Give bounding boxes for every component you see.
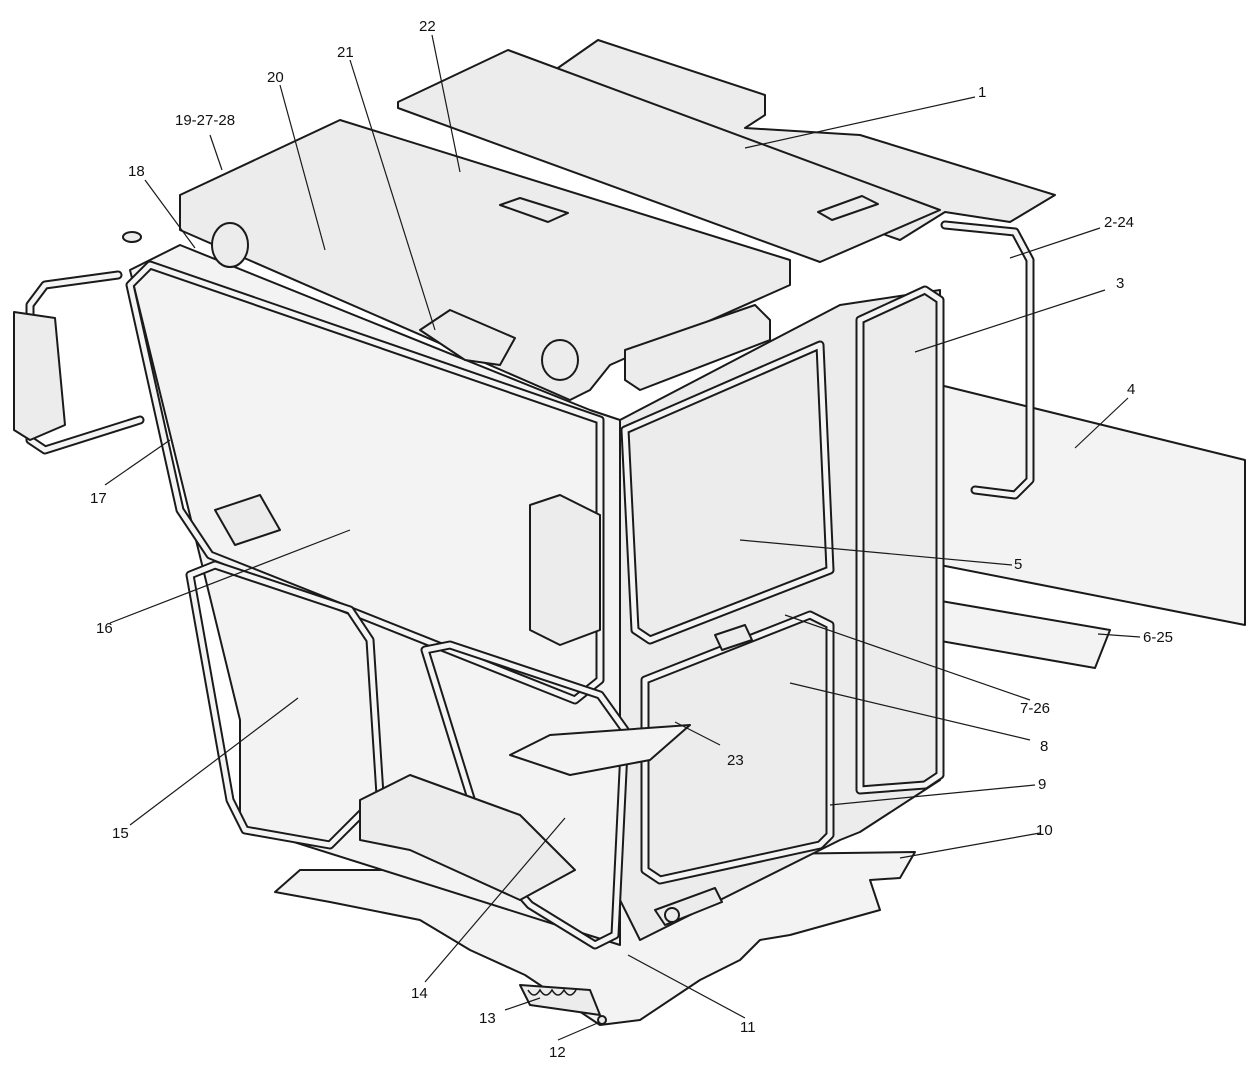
callout-1: 1 [978, 84, 986, 101]
callout-8: 8 [1040, 738, 1048, 755]
seat-back [529, 494, 601, 646]
callout-23: 23 [727, 752, 744, 769]
callout-22: 22 [419, 18, 436, 35]
right-door-frame [640, 610, 835, 885]
callout-13: 13 [479, 1010, 496, 1027]
callout-14: 14 [411, 985, 428, 1002]
callout-19-27-28: 19-27-28 [175, 112, 235, 129]
callout-20: 20 [267, 69, 284, 86]
wiring-harness [519, 984, 601, 1016]
callout-9: 9 [1038, 776, 1046, 793]
mirror-arm-right [940, 220, 1035, 500]
cab-front-face [129, 244, 621, 946]
roof-vent-right [541, 339, 579, 381]
left-mirror [13, 311, 66, 441]
roof-slot-1 [817, 195, 879, 221]
callout-16: 16 [96, 620, 113, 637]
callout-15: 15 [112, 825, 129, 842]
callout-10: 10 [1036, 822, 1053, 839]
rear-window-frame [855, 285, 945, 795]
callout-21: 21 [337, 44, 354, 61]
callout-4: 4 [1127, 381, 1135, 398]
callout-12: 12 [549, 1044, 566, 1061]
callout-labels: 1 2-24 3 4 5 6-25 7-26 8 9 10 11 12 13 1… [90, 18, 1173, 1061]
roof-top-right [397, 49, 941, 263]
callout-17: 17 [90, 490, 107, 507]
right-upper-window-frame [620, 340, 835, 645]
hinge-knob [664, 907, 680, 923]
callout-6-25: 6-25 [1143, 629, 1173, 646]
roof-vent-left [211, 222, 249, 268]
roof-hole [122, 231, 142, 243]
roof-top-left [179, 119, 791, 401]
callout-3: 3 [1116, 275, 1124, 292]
callout-7-26: 7-26 [1020, 700, 1050, 717]
door-handle [714, 624, 753, 651]
floor-hatch-23 [509, 724, 691, 776]
cab-right-face [619, 289, 941, 941]
callout-2-24: 2-24 [1104, 214, 1134, 231]
leader-lines [104, 34, 1141, 1041]
callout-18: 18 [128, 163, 145, 180]
lower-right-plate [934, 599, 1111, 669]
light-bar [624, 304, 771, 391]
roof-plate-21 [419, 309, 516, 366]
interior-box [214, 494, 281, 546]
roof-slot-22 [499, 197, 569, 223]
right-side-panel [939, 384, 1246, 626]
callout-11: 11 [740, 1019, 756, 1036]
harness-loops [527, 988, 577, 996]
callout-5: 5 [1014, 556, 1022, 573]
